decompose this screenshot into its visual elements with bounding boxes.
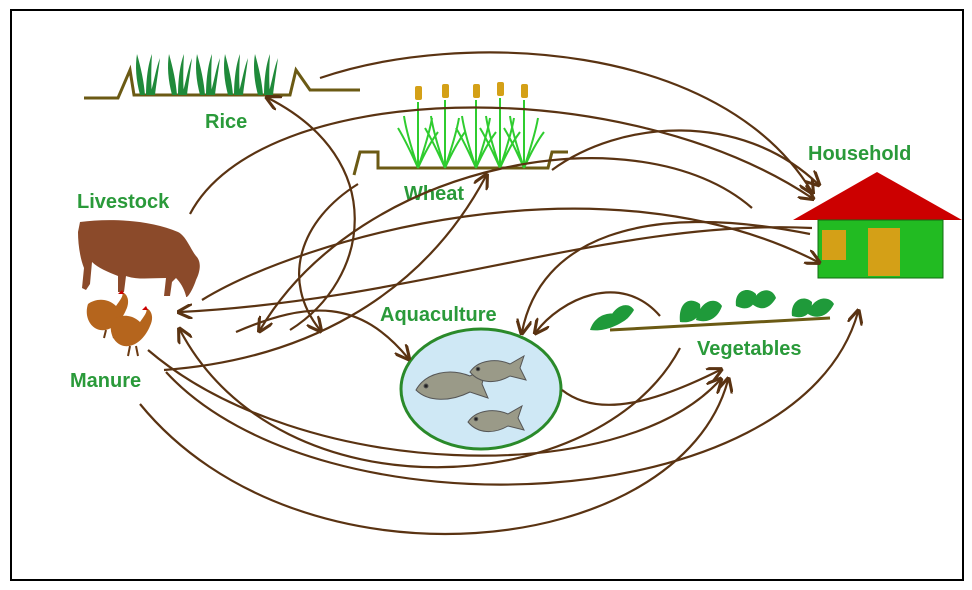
livestock-label: Livestock xyxy=(77,191,170,213)
wheat-label: Wheat xyxy=(404,183,464,205)
house-door xyxy=(868,228,900,276)
manure-label: Manure xyxy=(70,370,141,392)
vegetables-label: Vegetables xyxy=(697,338,802,360)
house-window xyxy=(822,230,846,260)
rice-label: Rice xyxy=(205,111,247,133)
household-label: Household xyxy=(808,143,911,165)
aquaculture-label: Aquaculture xyxy=(380,304,497,326)
